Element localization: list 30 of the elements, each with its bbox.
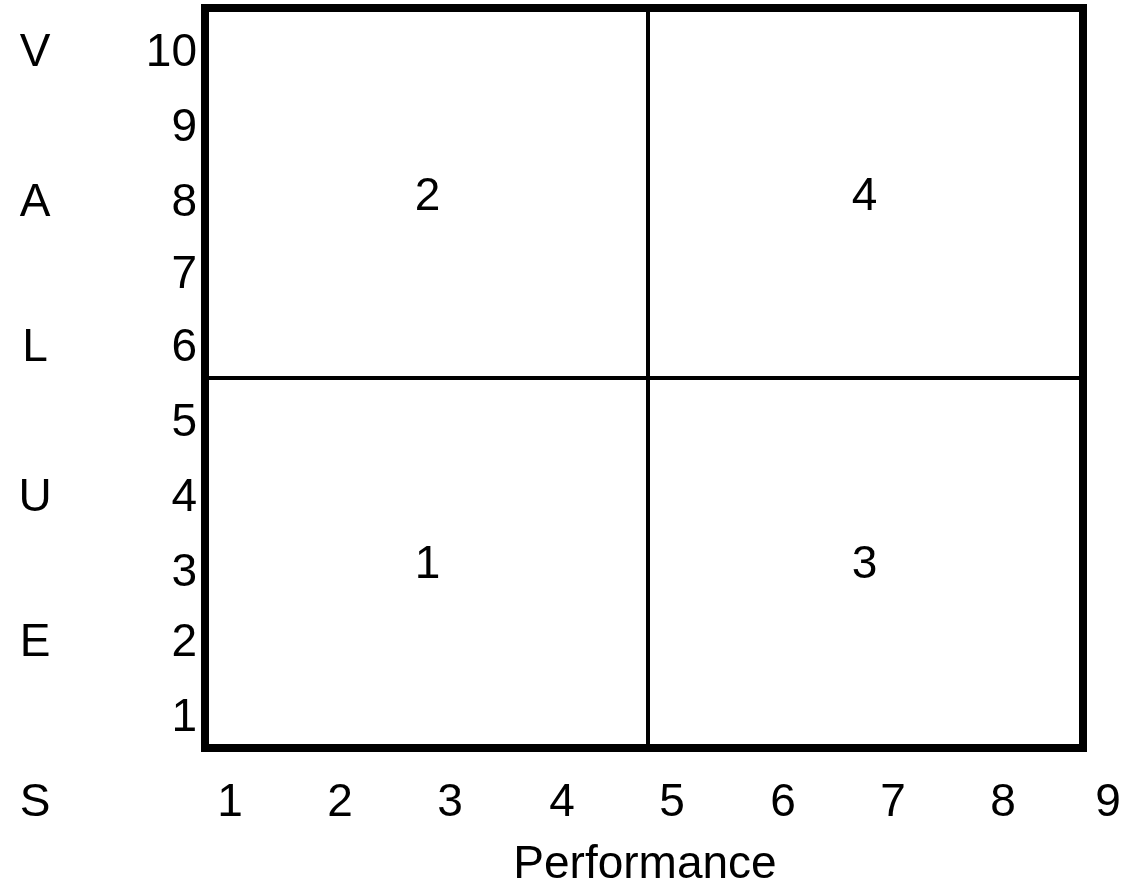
axis-title-letter: S xyxy=(19,777,51,823)
quadrant-number: 3 xyxy=(851,539,878,585)
axis-title-letter: E xyxy=(19,617,51,663)
quadrant-number: 2 xyxy=(414,171,441,217)
axis-title-letter: L xyxy=(22,322,48,368)
x-axis-tick-label: 3 xyxy=(437,777,463,823)
x-axis-tick-label: 2 xyxy=(327,777,353,823)
y-axis-tick-label: 1 xyxy=(171,692,197,738)
x-axis-tick-label: 8 xyxy=(990,777,1016,823)
y-axis-tick-label: 2 xyxy=(171,617,197,663)
axis-title-letter: A xyxy=(19,177,51,223)
x-axis-tick-label: 6 xyxy=(770,777,796,823)
x-axis-tick-label: 4 xyxy=(549,777,575,823)
x-axis-tick-label: 7 xyxy=(880,777,906,823)
y-axis-tick-label: 8 xyxy=(171,177,197,223)
y-axis-tick-label: 7 xyxy=(171,249,197,295)
axis-title-letter: V xyxy=(19,27,51,73)
x-axis-title: Performance xyxy=(513,839,777,885)
y-axis-tick-label: 10 xyxy=(145,27,197,73)
axis-title-letter: U xyxy=(18,472,52,518)
quadrant-number: 4 xyxy=(851,171,878,217)
quadrant-number: 1 xyxy=(414,539,441,585)
y-axis-tick-label: 3 xyxy=(171,547,197,593)
x-axis-tick-label: 5 xyxy=(659,777,685,823)
y-axis-tick-label: 6 xyxy=(171,322,197,368)
y-axis-tick-label: 9 xyxy=(171,102,197,148)
x-axis-tick-label: 1 xyxy=(217,777,243,823)
y-axis-tick-label: 5 xyxy=(171,397,197,443)
y-axis-tick-label: 4 xyxy=(171,472,197,518)
x-axis-tick-label: 9 xyxy=(1095,777,1121,823)
